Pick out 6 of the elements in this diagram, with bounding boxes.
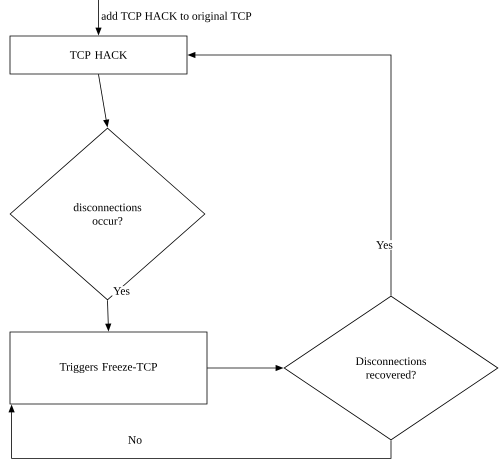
- process-box: TCP HACK: [10, 36, 188, 74]
- edge-label: Yes: [112, 286, 131, 296]
- process-box: Triggers Freeze-TCP: [10, 332, 208, 404]
- edge-label: Yes: [375, 240, 394, 250]
- edge-label: add TCP HACK to original TCP: [100, 10, 253, 24]
- edge-label: No: [126, 435, 144, 445]
